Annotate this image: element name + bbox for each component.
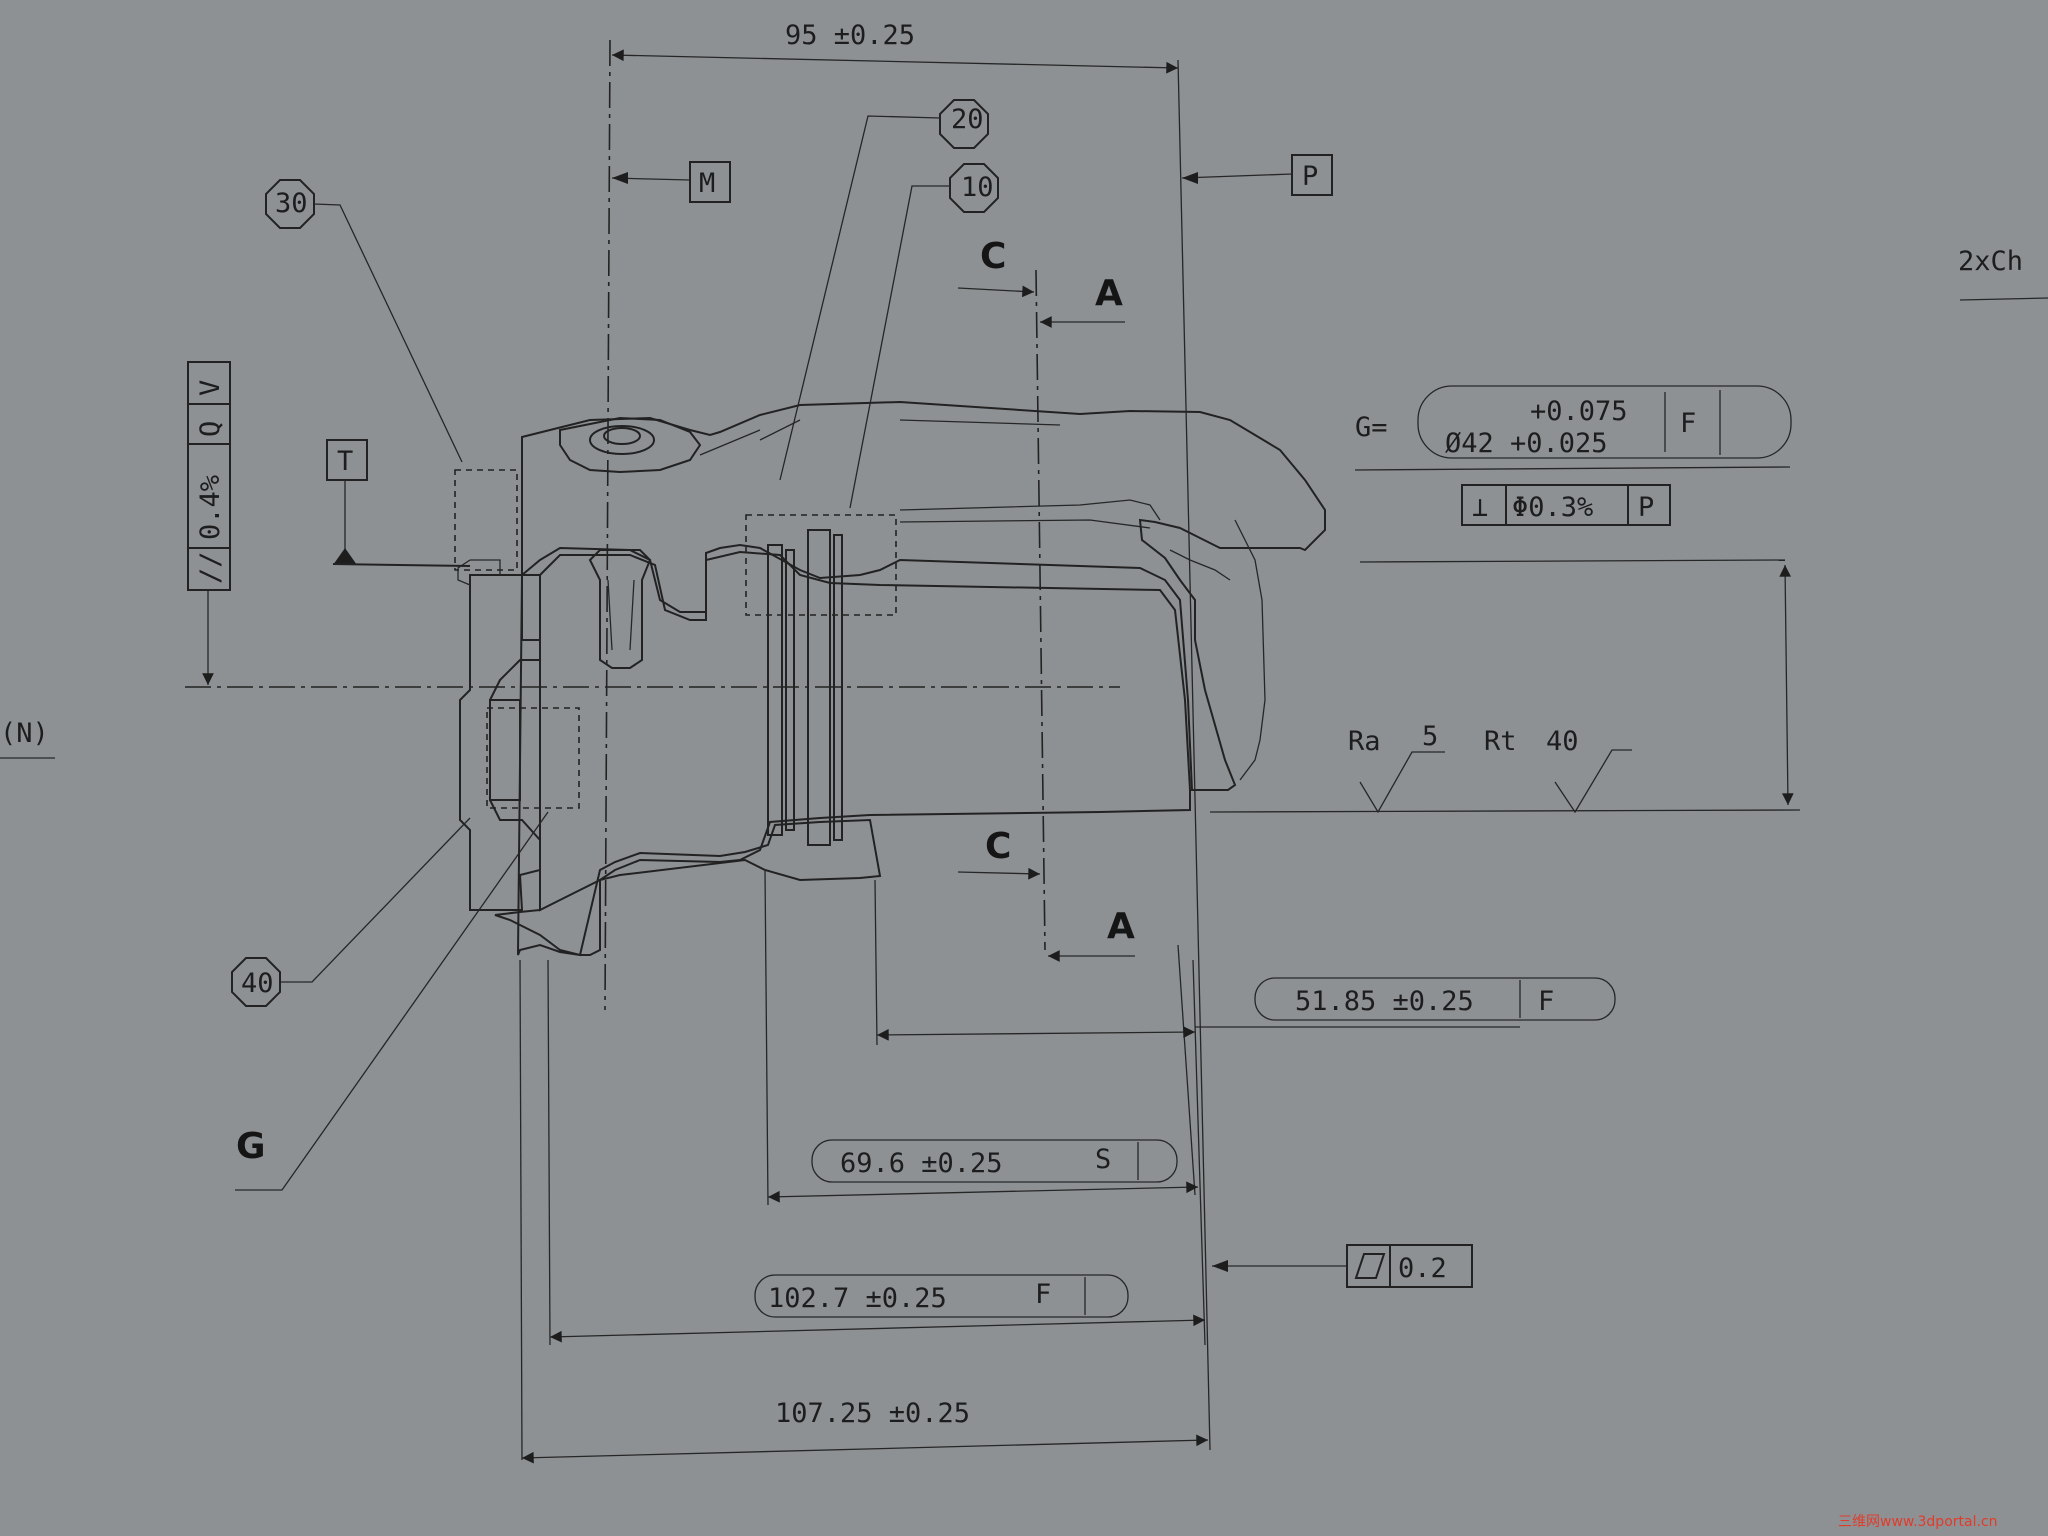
dim-51-text: 51.85 ±0.25 bbox=[1295, 986, 1474, 1017]
mount-hole-inner bbox=[603, 427, 641, 445]
hidden-feature-10 bbox=[745, 514, 897, 616]
mount-hole-outer bbox=[589, 425, 655, 455]
rt-value: 40 bbox=[1546, 726, 1579, 757]
dim-69-frame bbox=[811, 1139, 1178, 1183]
bleed-channel bbox=[588, 549, 652, 669]
flatness-symbol bbox=[1354, 1253, 1386, 1279]
barrel-bore bbox=[539, 550, 1191, 912]
section-centerline bbox=[1035, 269, 1046, 951]
datum-m-label: M bbox=[699, 168, 715, 199]
leader-30 bbox=[313, 203, 463, 463]
dimensions: 95 ±0.25 51.85 ±0.25 F 69.6 ±0.25 S 102.… bbox=[519, 20, 1801, 1464]
parallelism-frame: // 0.4% Q V bbox=[187, 361, 231, 591]
dim-51-line bbox=[876, 1026, 1196, 1041]
hidden-feature-40 bbox=[486, 707, 580, 809]
balloon-20-text: 20 bbox=[951, 104, 984, 135]
ra-label: Ra bbox=[1348, 726, 1381, 757]
balloon-30-text: 30 bbox=[275, 188, 308, 219]
label-g: G bbox=[236, 1126, 266, 1167]
mount-ear bbox=[559, 416, 702, 474]
leader-g bbox=[235, 811, 549, 1191]
par-ref2: V bbox=[195, 380, 226, 396]
section-c-bottom: C bbox=[985, 826, 1011, 867]
nose-step bbox=[470, 559, 501, 575]
flat-value: 0.2 bbox=[1398, 1253, 1447, 1284]
g-spec-ref: F bbox=[1680, 408, 1696, 439]
dim-69-line bbox=[767, 1181, 1199, 1203]
dim-95-line bbox=[611, 49, 1179, 74]
dim-102-frame bbox=[754, 1274, 1129, 1318]
balloon-40-text: 40 bbox=[241, 968, 274, 999]
perp-symbol: ⊥ bbox=[1472, 492, 1488, 523]
edge-text-right: 2xCh bbox=[1958, 246, 2023, 277]
leader-40 bbox=[280, 817, 471, 983]
balloon-30 bbox=[265, 179, 315, 229]
rt-label: Rt bbox=[1484, 726, 1517, 757]
section-a-top: A bbox=[1095, 273, 1123, 314]
g-spec-prefix: G= bbox=[1355, 412, 1388, 443]
part-section bbox=[457, 400, 1326, 957]
flatness-frame: 0.2 bbox=[1212, 1244, 1473, 1288]
dim-51-ref: F bbox=[1538, 986, 1554, 1017]
balloon-40 bbox=[231, 957, 281, 1007]
watermark: 三维网www.3dportal.cn bbox=[1838, 1514, 1998, 1530]
surface-roughness: Ra 5 Rt 40 bbox=[1348, 721, 1632, 814]
dim-69-text: 69.6 ±0.25 bbox=[840, 1148, 1003, 1179]
g-spec-upper: +0.075 bbox=[1530, 396, 1628, 427]
nose-bore bbox=[489, 699, 521, 801]
perpendicularity-frame: ⊥ Φ0.3% P bbox=[1461, 484, 1671, 526]
balloon-10 bbox=[949, 163, 999, 213]
perp-value: Φ0.3% bbox=[1512, 492, 1593, 523]
dim-102-text: 102.7 ±0.25 bbox=[768, 1283, 947, 1314]
construction-lines bbox=[185, 39, 1120, 1011]
datum-t-box bbox=[326, 439, 368, 481]
dim-69-ref: S bbox=[1095, 1144, 1111, 1175]
datum-m-box bbox=[689, 161, 731, 203]
datum-t-label: T bbox=[337, 446, 353, 477]
section-c-top: C bbox=[980, 236, 1006, 277]
perp-ref: P bbox=[1638, 492, 1654, 523]
hidden-feature-30 bbox=[454, 469, 518, 571]
g-spec-frame bbox=[1417, 385, 1792, 459]
datums: M P T bbox=[326, 154, 1333, 567]
leader-10 bbox=[849, 185, 950, 509]
datum-m-centerline bbox=[604, 39, 611, 1011]
edge-text-left: (N) bbox=[0, 718, 49, 749]
ra-symbol bbox=[1359, 751, 1445, 814]
dim-51-frame bbox=[1254, 977, 1616, 1021]
dim-102-ref: F bbox=[1035, 1279, 1051, 1310]
caliper-top-lines bbox=[699, 419, 1061, 456]
rt-symbol bbox=[1554, 749, 1632, 814]
datum-p-box bbox=[1291, 154, 1333, 196]
par-ref1: Q bbox=[195, 421, 226, 437]
ra-value: 5 bbox=[1422, 721, 1438, 752]
par-symbol: // bbox=[195, 551, 226, 584]
g-spec-lower: Ø42 +0.025 bbox=[1445, 428, 1608, 459]
section-a-bottom: A bbox=[1107, 906, 1135, 947]
nose-chamfer bbox=[457, 559, 471, 586]
dim-102-line bbox=[549, 1314, 1206, 1343]
bleed-channel-lines bbox=[607, 579, 635, 651]
dim-107-line bbox=[521, 1434, 1209, 1464]
datum-t-triangle bbox=[333, 548, 357, 565]
nose-section bbox=[459, 574, 541, 911]
leader-20 bbox=[779, 115, 941, 481]
lower-flange-section bbox=[494, 574, 882, 957]
section-markers: C A C A G bbox=[235, 236, 1135, 1191]
dim-95-text: 95 ±0.25 bbox=[785, 20, 915, 51]
balloon-20 bbox=[939, 99, 989, 149]
datum-p-label: P bbox=[1302, 161, 1318, 192]
g-spec: G= +0.075 Ø42 +0.025 F bbox=[1355, 385, 1792, 459]
dim-g-vertical bbox=[1779, 564, 1794, 806]
balloons: 20 10 30 40 bbox=[231, 99, 999, 1007]
par-value: 0.4% bbox=[195, 475, 226, 540]
balloon-10-text: 10 bbox=[961, 172, 994, 203]
caliper-arm-lines bbox=[899, 499, 1266, 781]
dim-107-text: 107.25 ±0.25 bbox=[775, 1398, 970, 1429]
